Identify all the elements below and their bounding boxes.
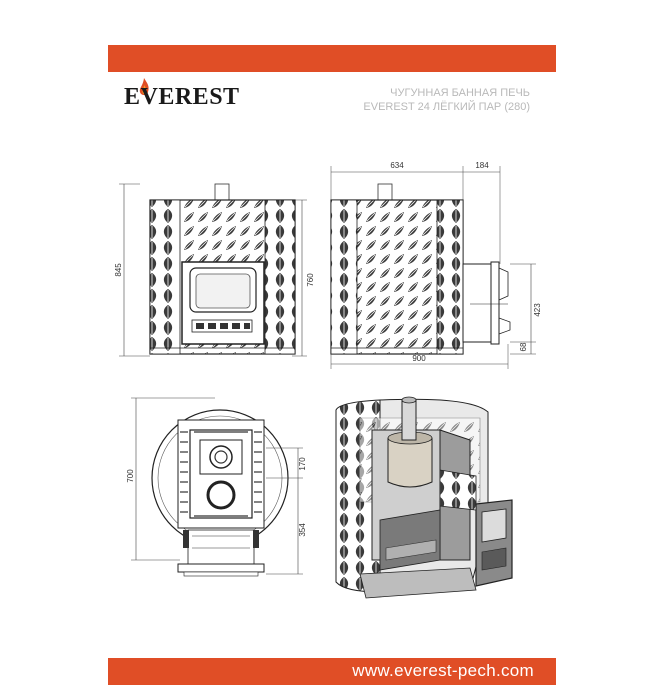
product-title-line-1: ЧУГУННАЯ БАННАЯ ПЕЧЬ [390,87,530,99]
brand-logo: EVEREST [124,78,264,110]
dim-front-height-total: 845 [114,263,123,277]
website-link[interactable]: www.everest-pech.com [352,661,534,680]
product-title: ЧУГУННАЯ БАННАЯ ПЕЧЬ EVEREST 24 ЛЁГКИЙ П… [363,86,530,114]
dim-side-depth-total: 900 [412,354,426,363]
dim-top-depth: 700 [126,469,135,483]
footer-bar: www.everest-pech.com [108,658,556,685]
dim-top-offset-2: 354 [298,523,307,537]
header-bar [108,45,556,72]
dim-side-height-door: 423 [533,303,542,317]
product-title-line-2: EVEREST 24 ЛЁГКИЙ ПАР (280) [363,101,530,113]
flame-icon [139,78,149,95]
dim-side-width: 634 [390,161,404,170]
front-view: 845 760 [114,183,315,357]
dim-front-height-body: 760 [306,273,315,287]
side-view: 634 184 423 68 [330,161,542,369]
top-view: 700 [126,397,307,577]
logo-text: EVEREST [124,84,240,110]
dim-top-offset-1: 170 [298,457,307,471]
dim-side-extra: 184 [475,161,489,170]
dim-side-height-bottom: 68 [519,342,528,351]
cutaway-view [335,396,513,599]
